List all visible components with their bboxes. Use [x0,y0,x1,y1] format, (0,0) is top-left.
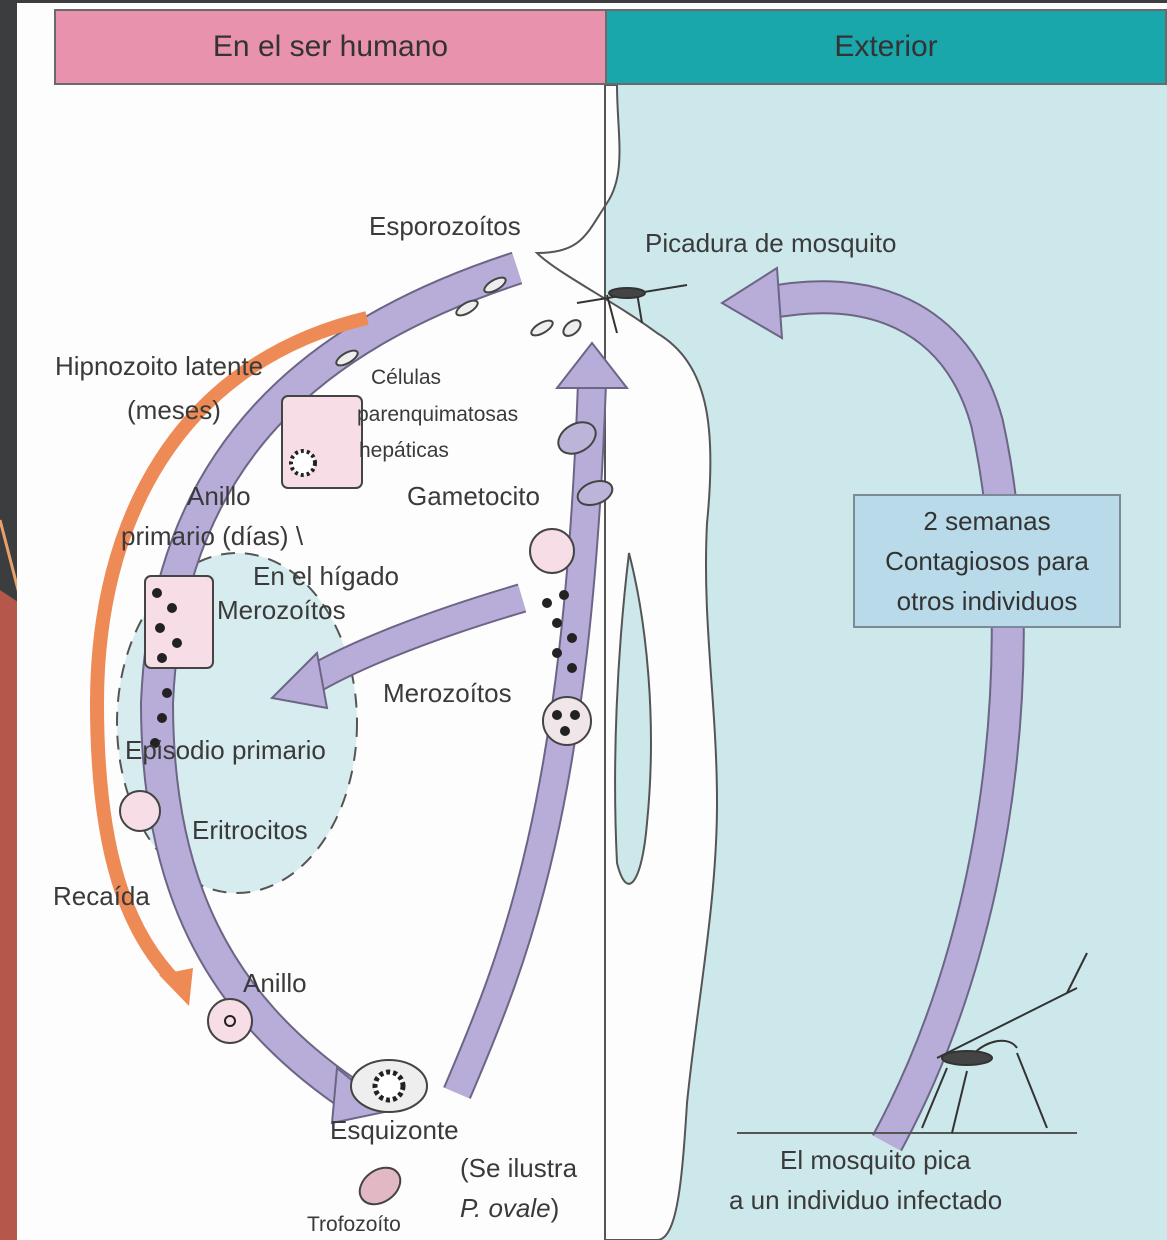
label-trofozoito: Trofozoíto [307,1213,401,1237]
label-celulas-2: parenquimatosas [357,403,518,427]
hypnozoite [291,451,315,475]
malaria-lifecycle-figure: En el ser humano Exterior Esporozoítos P… [17,3,1167,1240]
label-meses: (meses) [127,395,221,426]
trophozoite-cell [353,1160,407,1211]
label-celulas-3: hepáticas [359,439,449,463]
label-se-ilustra-1: (Se ilustra [460,1153,577,1184]
label-esporozoitos: Esporozoítos [369,211,521,242]
label-esquizonte: Esquizonte [330,1115,459,1146]
erythrocyte [120,791,160,831]
label-merozoitos-blood: Merozoítos [383,678,512,709]
label-anillo-primario-1: Anillo [187,481,251,512]
header-human: En el ser humano [54,9,607,85]
blood-cell [530,529,574,573]
liver-cell [282,396,362,488]
label-mosquito-pica-1: El mosquito pica [780,1145,971,1176]
label-gametocito: Gametocito [407,481,540,512]
label-anillo-primario-2: primario (días) \ [121,521,303,552]
label-celulas-1: Células [371,366,441,390]
label-mosquito-pica-2: a un individuo infectado [729,1185,1002,1216]
header-exterior: Exterior [605,9,1167,85]
contagion-info-box: 2 semanas Contagiosos para otros individ… [853,494,1121,628]
label-picadura: Picadura de mosquito [645,228,896,259]
info-line-3: otros individuos [897,581,1078,621]
ring-cell [208,999,252,1043]
label-se-ilustra-2: P. ovale) [460,1193,559,1224]
label-merozoitos-liver: Merozoítos [217,595,346,626]
info-line-2: Contagiosos para [885,541,1089,581]
label-eritrocitos: Eritrocitos [192,815,308,846]
label-en-higado: En el hígado [253,561,399,592]
label-episodio: Episodio primario [125,735,326,766]
info-line-1: 2 semanas [923,501,1050,541]
label-anillo: Anillo [243,968,307,999]
label-recaida: Recaída [53,881,150,912]
merozoite-cell [543,697,591,745]
label-hipnozoito: Hipnozoito latente [55,351,263,382]
